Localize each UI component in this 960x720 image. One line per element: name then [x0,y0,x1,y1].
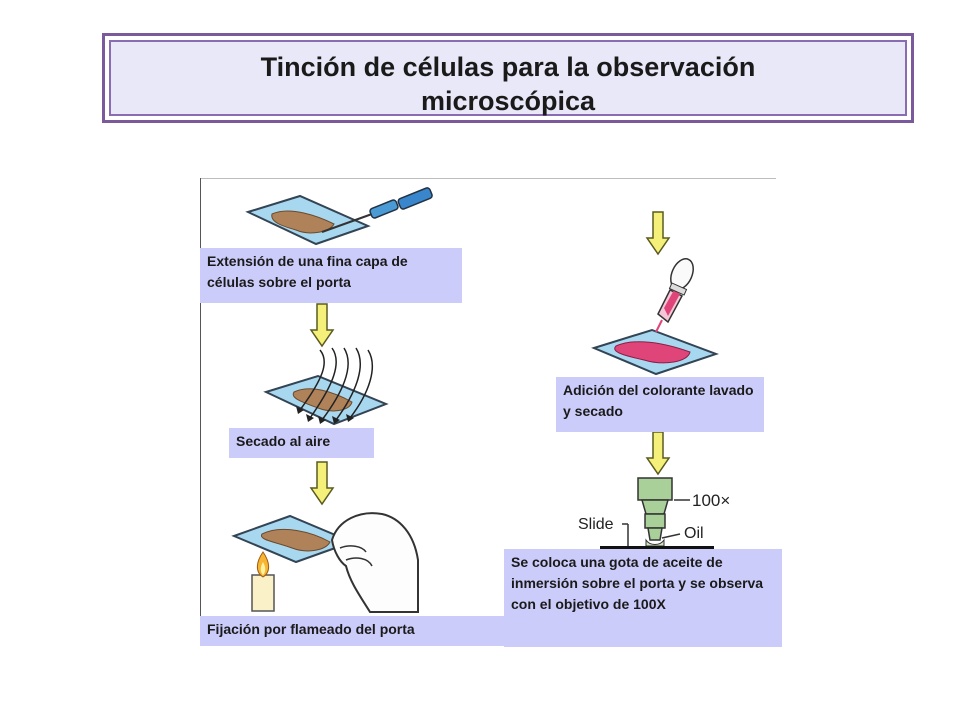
smear-slide-illustration [245,187,433,246]
step-extension-label: Extensión de una fina capa de células so… [200,248,462,303]
step-extension-text: Extensión de una fina capa de células so… [207,253,408,290]
slide-label: Slide [578,516,614,533]
stain-illustration [591,258,719,376]
arrow-to-secado [310,303,334,347]
oil-label: Oil [684,525,704,542]
magnification-label: 100× [692,491,730,510]
arrow-to-fijacion [310,461,334,505]
step-fijacion-text: Fijación por flameado del porta [207,621,415,637]
arrow-to-aceite [646,431,670,475]
page-title: Tinción de células para la observación m… [111,50,905,118]
title-frame: Tinción de células para la observación m… [102,33,914,123]
title-line-1: Tinción de células para la observación [260,52,756,82]
arrow-to-colorante [646,211,670,255]
air-drying-illustration [263,347,389,426]
flame-fixing-illustration [231,512,419,613]
step-colorante-label: Adición del colorante lavado y secado [556,377,764,432]
panel-left-border [200,178,201,618]
title-line-2: microscópica [420,86,596,116]
step-aceite-text: Se coloca una gota de aceite de inmersió… [511,554,764,612]
step-colorante-text: Adición del colorante lavado y secado [563,382,754,419]
panel-top-border [200,178,776,179]
step-secado-text: Secado al aire [236,433,331,449]
step-fijacion-label: Fijación por flameado del porta [200,616,506,646]
title-panel: Tinción de células para la observación m… [109,40,907,116]
step-aceite-label: Se coloca una gota de aceite de inmersió… [504,549,782,647]
step-secado-label: Secado al aire [229,428,374,458]
